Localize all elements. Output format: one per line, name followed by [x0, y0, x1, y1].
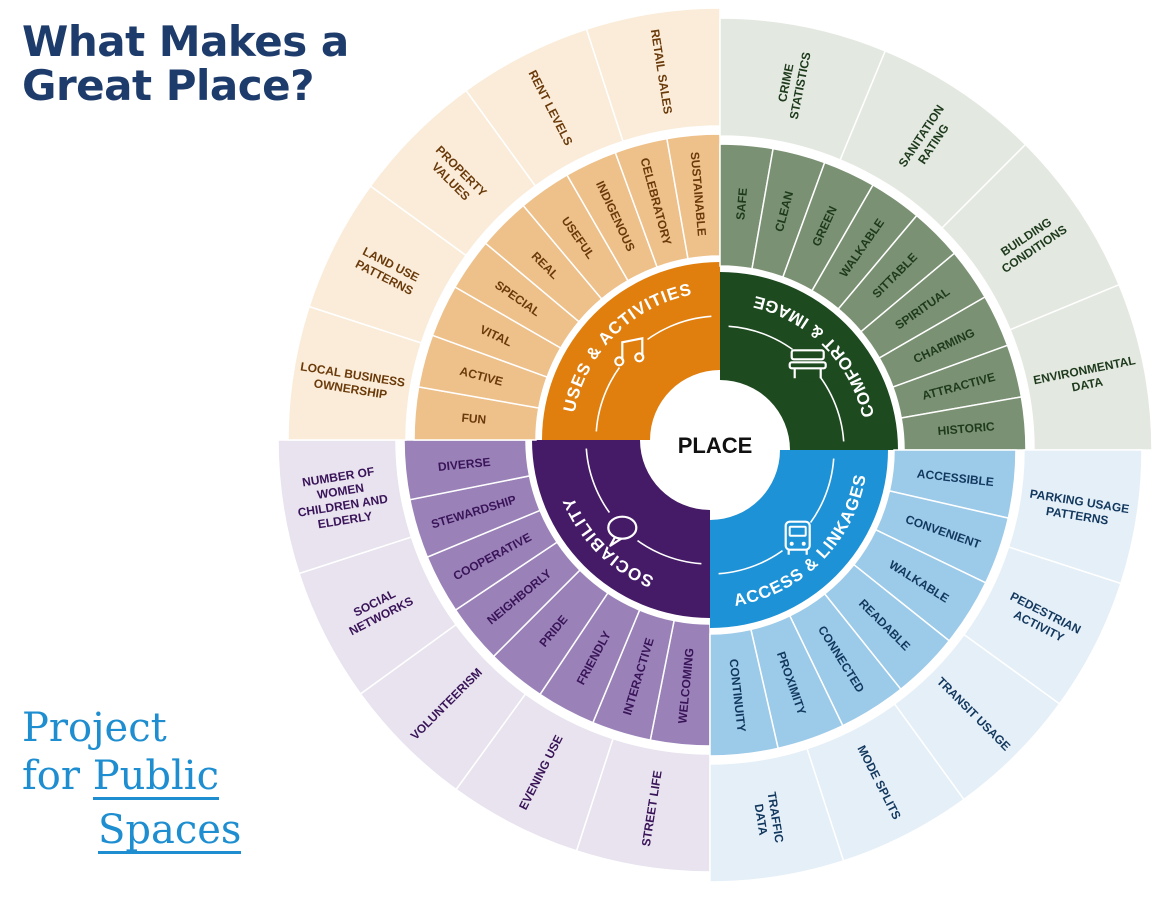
music-notes-icon [612, 332, 653, 373]
center-hub [651, 381, 779, 509]
page-title-line-2: Great Place? [22, 61, 314, 111]
project-for-public-spaces-logo: Project for Public Spaces [22, 705, 242, 854]
quadrant-sociability: WELCOMINGINTERACTIVEFRIENDLYPRIDENEIGHBO… [277, 439, 711, 873]
logo-word-for: for [22, 753, 81, 799]
quadrant-access: ACCESSIBLECONVENIENTWALKABLEREADABLECONN… [709, 449, 1143, 883]
quadrant-uses: FUNACTIVEVITALSPECIALREALUSEFULINDIGENOU… [287, 7, 721, 441]
attribute-cell [709, 628, 779, 757]
attribute-diverse: DIVERSE [437, 455, 491, 474]
attribute-fun: FUN [461, 411, 487, 427]
logo-line-2: for Public [22, 756, 241, 800]
center-label: PLACE [678, 433, 753, 458]
page-title: What Makes a Great Place? [22, 17, 349, 111]
logo-word-public: Public [92, 753, 220, 800]
bus-icon [777, 517, 818, 558]
speech-bubble-icon [602, 507, 643, 548]
bench-icon [787, 342, 828, 383]
page-title-line-1: What Makes a [22, 17, 349, 66]
measurement-traffic-data: TRAFFICDATA [750, 791, 786, 846]
attribute-safe: SAFE [733, 187, 750, 220]
logo-line-1: Project [22, 705, 167, 751]
measurement-cell [709, 747, 845, 883]
logo-line-3: Spaces [98, 807, 242, 854]
attribute-historic: HISTORIC [937, 419, 995, 438]
logo-word-spaces: Spaces [98, 807, 242, 854]
